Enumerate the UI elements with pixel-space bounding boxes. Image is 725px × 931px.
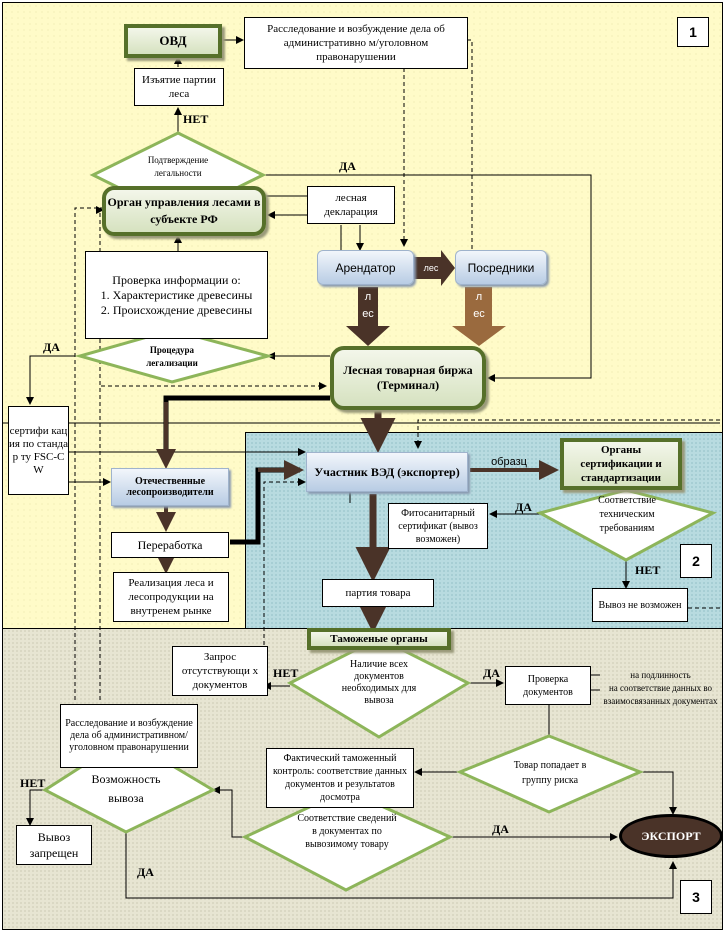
- label-no-docs: НЕТ: [273, 666, 299, 680]
- node-processing: Переработка: [111, 532, 229, 558]
- label-yes-match: ДА: [492, 822, 509, 836]
- node-info-check: Проверка информации о: 1. Характеристике…: [85, 251, 268, 339]
- forest-arrow-intermediaries-exchange: [452, 287, 506, 346]
- text-info-match: Соответствие сведений в документах по вы…: [297, 813, 397, 850]
- node-investigation-bottom: Расследование и возбуждение дела об адми…: [60, 704, 198, 768]
- diamond-risk: [456, 734, 644, 814]
- line-legality-yes: [263, 174, 592, 382]
- forest-arrow-tenant-intermediaries: [414, 250, 455, 286]
- node-phyto-cert: Фитосанитарный сертификат (вывоз возможе…: [388, 503, 488, 549]
- node-goods-batch: партия товара: [322, 579, 434, 607]
- node-domestic-sales: Реализация леса и лесопродукции на внутр…: [113, 572, 229, 622]
- node-ovd: ОВД: [124, 24, 222, 58]
- node-customs: Таможеные органы: [307, 628, 451, 650]
- label-forest-horizontal: лес: [423, 263, 439, 273]
- text-tech-compliance: Соответствие техническим требованиям: [598, 495, 656, 534]
- node-export: ЭКСПОРТ: [619, 814, 723, 858]
- text-risk-group: Товар попадает в группу риска: [513, 760, 587, 786]
- note-consistency: на соответствие данных во взаимосвязанны…: [603, 683, 718, 706]
- node-fsc-cert: сертифи кация по стандар ту FSC-CW: [8, 406, 69, 495]
- text-all-docs: Наличие всех документов необходимых для …: [341, 659, 417, 706]
- node-export-impossible: Вывоз не возможен: [592, 588, 688, 622]
- label-no-tech: НЕТ: [635, 563, 661, 577]
- label-yes-legalization: ДА: [43, 340, 60, 354]
- diamond-tech-compliance: [535, 488, 718, 562]
- note-authenticity: на подлинность: [630, 670, 691, 680]
- label-no: НЕТ: [183, 112, 209, 126]
- text-legality: Подтверждение легальности: [147, 155, 209, 178]
- diamond-all-docs: [286, 636, 472, 739]
- diamond-legalization: [74, 328, 274, 384]
- doc-check-notes: на подлинность на соответствие данных во…: [598, 669, 723, 708]
- label-yes-docs: ДА: [483, 666, 500, 680]
- node-tenant: Арендатор: [317, 250, 414, 285]
- label-sample: образц: [491, 456, 527, 468]
- zone-number-3: 3: [680, 880, 712, 914]
- node-domestic-producers: Отечественные лесопроизводители: [111, 468, 229, 506]
- info-check-item-2: 2. Происхождение древесины: [100, 302, 253, 317]
- label-yes: ДА: [339, 159, 356, 173]
- text-export-possibility: Возможность вывоза: [91, 772, 161, 805]
- label-forest-tenant: лес: [362, 291, 374, 320]
- node-seizure: Изъятие партии леса: [134, 68, 224, 106]
- node-forest-declaration: лесная декларация: [307, 186, 395, 224]
- zone-number-1: 1: [677, 17, 709, 47]
- label-yes-tech: ДА: [515, 500, 532, 514]
- node-doc-check: Проверка документов: [505, 666, 591, 705]
- forest-arrow-tenant-exchange: [346, 287, 390, 346]
- node-fea-participant: Участник ВЭД (экспортер): [306, 452, 468, 492]
- node-export-banned: Вывоз запрещен: [16, 825, 92, 865]
- node-request-docs: Запрос отсутствующи х документов: [172, 646, 268, 696]
- node-intermediaries: Посредники: [455, 250, 547, 285]
- line-legalization-yes: [26, 355, 80, 405]
- zone-number-2: 2: [680, 544, 712, 578]
- text-legalization: Процедура легализации: [146, 345, 198, 368]
- label-forest-intermediaries: лес: [473, 291, 485, 320]
- node-exchange: Лесная товарная биржа (Терминал): [330, 346, 486, 410]
- diamond-possibility: [42, 736, 217, 834]
- diamond-info-match: [241, 788, 454, 892]
- line-possibility-yes: [125, 832, 677, 899]
- info-check-item-1: 1. Характеристике древесины: [100, 287, 253, 302]
- node-actual-control: Фактический таможенный контроль: соответ…: [266, 748, 414, 808]
- node-investigation-top: Расследование и возбуждение дела об адми…: [244, 17, 468, 69]
- label-yes-possibility: ДА: [137, 865, 154, 879]
- info-check-title: Проверка информации о:: [112, 272, 241, 287]
- label-no-possibility: НЕТ: [20, 776, 46, 790]
- line-possibility-no: [26, 789, 45, 826]
- node-cert-bodies: Органы сертификации и стандартизации: [560, 438, 682, 490]
- node-forest-authority: Орган управления лесами в субъекте РФ: [102, 186, 266, 236]
